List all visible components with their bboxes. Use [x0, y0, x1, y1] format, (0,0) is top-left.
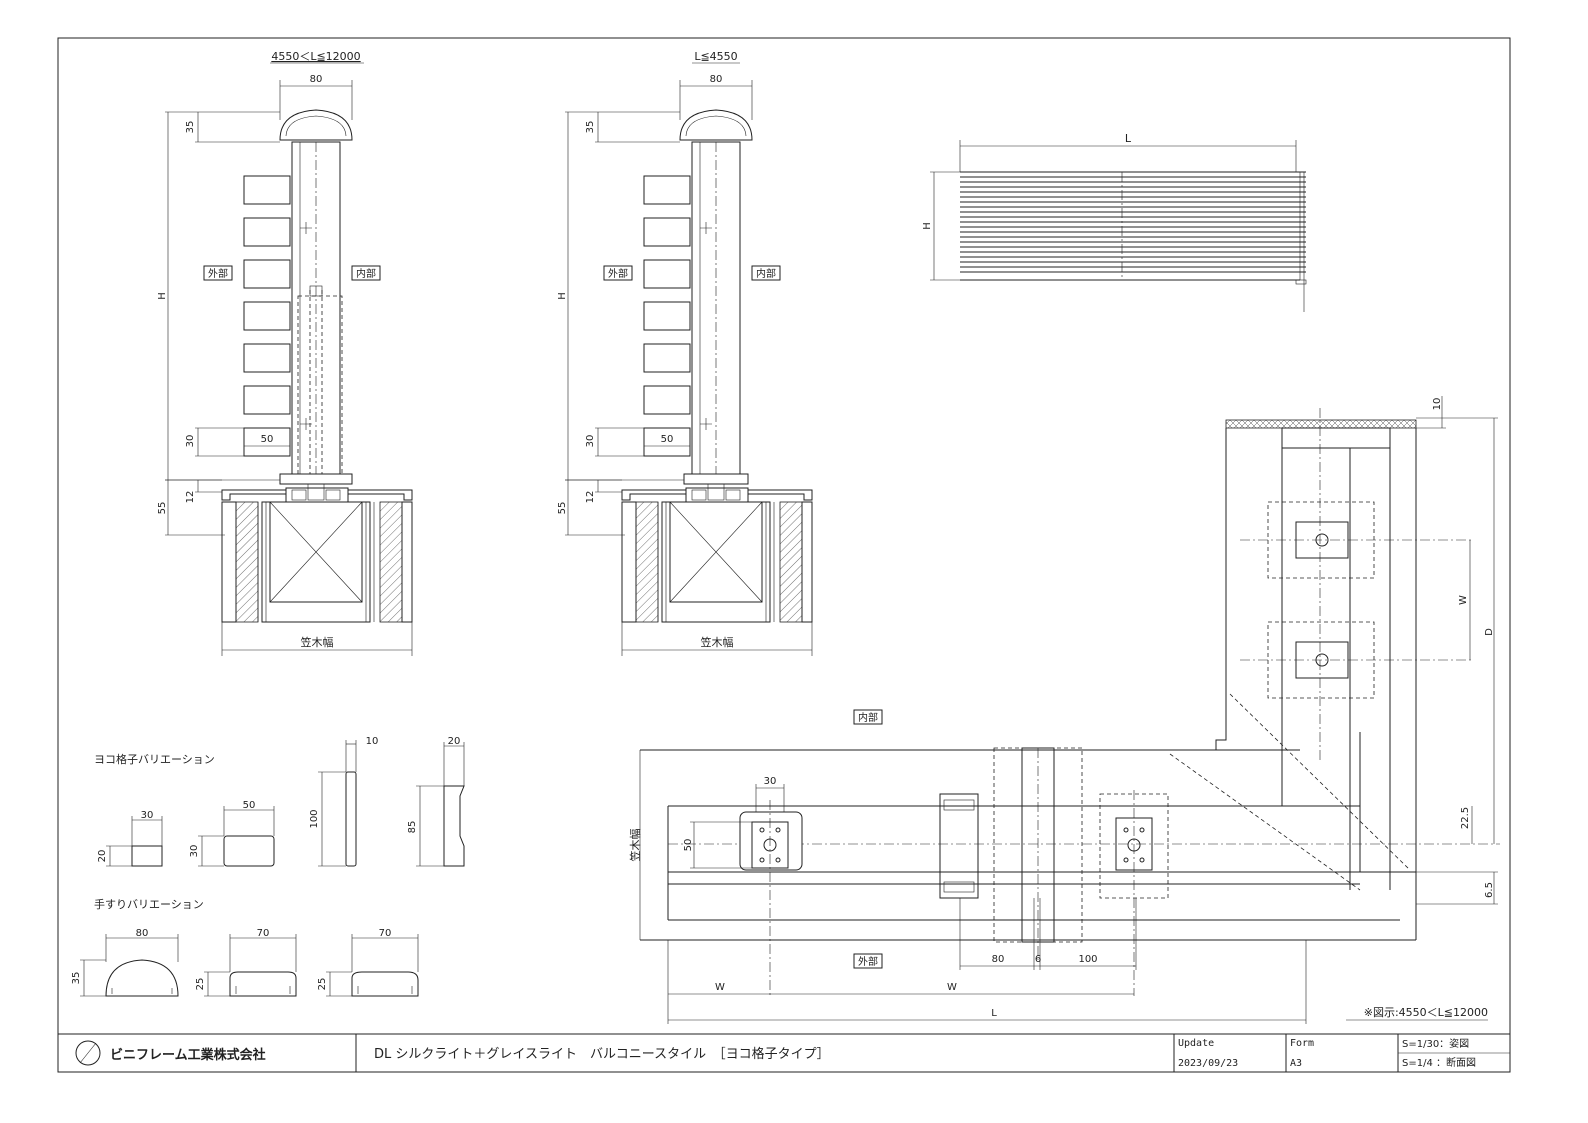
label-inside: 内部 — [756, 267, 776, 280]
dim-w-side: W — [1458, 595, 1469, 605]
base-rail — [221, 489, 413, 501]
slat-b-width: 50 — [243, 800, 256, 811]
dim-w1: W — [715, 982, 725, 993]
elevation-view: L H — [922, 132, 1307, 312]
slat-b-height: 30 — [189, 845, 200, 858]
dim-55: 55 — [557, 502, 568, 515]
slat-variations: ヨコ格子バリエーション 30 20 50 30 10 100 — [94, 736, 465, 867]
dim-35: 35 — [585, 121, 596, 134]
rail-b-height: 25 — [195, 978, 206, 991]
scale-elevation: S=1/30：姿図 — [1402, 1037, 1469, 1050]
base-rail — [621, 489, 813, 501]
dim-10: 10 — [1432, 398, 1443, 411]
update-date: 2023/09/23 — [1178, 1058, 1238, 1069]
slat-a-height: 20 — [97, 850, 108, 863]
dim-50: 50 — [661, 434, 674, 445]
dim-50: 50 — [683, 839, 694, 852]
dim-30: 30 — [764, 776, 777, 787]
slat-d-width: 20 — [448, 736, 461, 747]
plan-label-inside: 内部 — [858, 711, 878, 724]
dim-6: 6 — [1035, 954, 1041, 965]
company-logo — [75, 1040, 101, 1066]
plan-label-outside: 外部 — [858, 955, 878, 968]
dim-50: 50 — [261, 434, 274, 445]
plan-label-width: 笠木幅 — [628, 829, 642, 862]
rail-c-width: 70 — [379, 928, 392, 939]
label-kasagi-width: 笠木幅 — [301, 635, 334, 649]
handrail-cap — [279, 109, 353, 141]
dim-30: 30 — [185, 435, 196, 448]
rail-a-height: 35 — [71, 972, 82, 985]
dim-35: 35 — [185, 121, 196, 134]
slat-variations-title: ヨコ格子バリエーション — [94, 752, 215, 766]
scale-section: S=1/4 ：断面図 — [1402, 1056, 1476, 1069]
dim-h: H — [157, 292, 168, 300]
label-outside: 外部 — [208, 267, 228, 280]
slat-c-width: 10 — [366, 736, 379, 747]
dim-100: 100 — [1078, 954, 1097, 965]
rail-b-width: 70 — [257, 928, 270, 939]
label-outside: 外部 — [608, 267, 628, 280]
rail-variations: 手すりバリエーション 80 35 70 25 70 25 — [71, 897, 419, 997]
plan-note: ※図示:4550＜L≦12000 — [1364, 1006, 1488, 1019]
section-right-title: L≦4550 — [694, 50, 737, 63]
dim-55: 55 — [157, 502, 168, 515]
label-inside: 内部 — [356, 267, 376, 280]
section-left-title: 4550＜L≦12000 — [271, 50, 360, 63]
plan-view: 内部 外部 笠木幅 30 50 — [628, 396, 1500, 1024]
label-kasagi-width: 笠木幅 — [701, 635, 734, 649]
form-label: Form — [1290, 1038, 1314, 1049]
dim-80: 80 — [310, 74, 323, 85]
title-block: ビニフレーム工業株式会社 DL シルクライト＋グレイスライト バルコニースタイル… — [58, 1033, 1510, 1072]
dim-l: L — [991, 1008, 997, 1019]
form-value: A3 — [1290, 1058, 1302, 1069]
slat-a-width: 30 — [141, 810, 154, 821]
rail-c-height: 25 — [317, 978, 328, 991]
dim-80: 80 — [992, 954, 1005, 965]
dim-80: 80 — [710, 74, 723, 85]
section-right: L≦4550 80 35 H 外部 内部 30 — [557, 50, 813, 656]
dim-6-5: 6.5 — [1484, 882, 1495, 898]
dim-w2: W — [947, 982, 957, 993]
section-left: 4550＜L≦12000 80 35 H — [157, 50, 413, 656]
handrail-cap — [679, 109, 753, 141]
product-title: DL シルクライト＋グレイスライト バルコニースタイル ［ヨコ格子タイプ］ — [374, 1046, 830, 1062]
dim-12: 12 — [185, 491, 196, 504]
dim-22-5: 22.5 — [1460, 807, 1471, 829]
rail-variations-title: 手すりバリエーション — [94, 897, 204, 911]
horizontal-slats — [960, 171, 1307, 312]
dim-h: H — [557, 292, 568, 300]
dim-12: 12 — [585, 491, 596, 504]
slat-d-height: 85 — [407, 821, 418, 834]
dim-l: L — [1125, 132, 1132, 145]
update-label: Update — [1178, 1038, 1214, 1049]
company-name: ビニフレーム工業株式会社 — [110, 1047, 266, 1063]
sheet-border — [57, 37, 1511, 1073]
slat-c-height: 100 — [309, 809, 320, 828]
dim-h: H — [922, 222, 933, 230]
dim-d: D — [1484, 628, 1495, 636]
rail-a-width: 80 — [136, 928, 149, 939]
dim-30: 30 — [585, 435, 596, 448]
